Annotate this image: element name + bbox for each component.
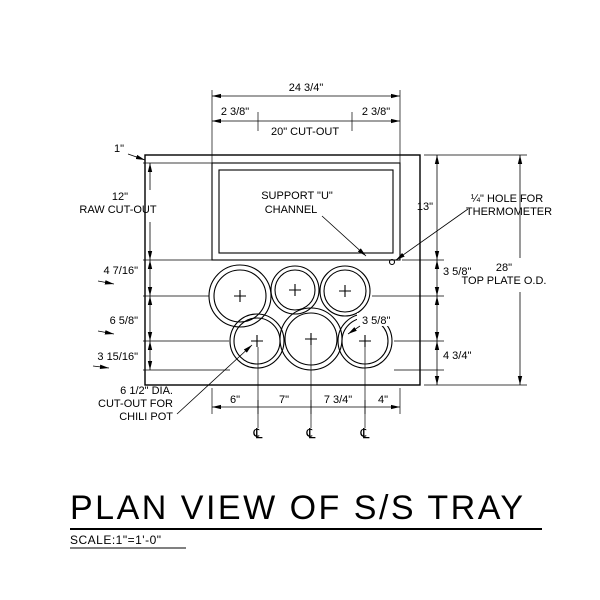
top-plate-outline bbox=[144, 154, 421, 386]
dim-top-plate-od: 28" TOP PLATE O.D. bbox=[424, 154, 547, 386]
circle-cutout-1 bbox=[208, 264, 272, 328]
dim-inset-right-label: 2 3/8" bbox=[362, 106, 390, 118]
dim-right-top-label: 3 5/8" bbox=[443, 266, 471, 278]
title-block: PLAN VIEW OF S/S TRAY SCALE:1"=1'-0" bbox=[70, 489, 542, 549]
dim-left-chain: 4 7/16" 6 5/8" 3 15/16" bbox=[92, 260, 230, 371]
plate-size-label: 28" bbox=[496, 262, 512, 274]
chili-pot-callout: 6 1/2" DIA. CUT-OUT FOR CHILI POT bbox=[98, 344, 253, 423]
dim-row-spacing-label: 6 5/8" bbox=[110, 315, 138, 327]
dim-bottom-2-label: 7" bbox=[279, 394, 289, 406]
circle-cutout-3 bbox=[319, 265, 371, 317]
drawing-title: PLAN VIEW OF S/S TRAY bbox=[70, 489, 526, 527]
dim-right-bottom-label: 4 3/4" bbox=[443, 350, 471, 362]
thermometer-line1: ¼" HOLE FOR bbox=[471, 193, 543, 205]
dim-row-bottom-label: 3 15/16" bbox=[97, 351, 138, 363]
chili-callout-line1: 6 1/2" DIA. bbox=[120, 385, 173, 397]
dim-bottom-3-label: 7 3/4" bbox=[324, 394, 352, 406]
chili-callout-line3: CHILI POT bbox=[119, 411, 173, 423]
dim-insets-and-cutout-width: 2 3/8" 2 3/8" 20" CUT-OUT bbox=[212, 106, 400, 138]
dim-right-chain: 3 5/8" 4 3/4" bbox=[372, 260, 471, 385]
thermometer-hole bbox=[388, 258, 396, 266]
dim-row-top-label: 4 7/16" bbox=[104, 265, 139, 277]
dim-bottom-4-label: 4" bbox=[378, 394, 388, 406]
dim-edge-margin: 1" bbox=[114, 143, 146, 161]
centerline-symbol-2: ℄ bbox=[306, 425, 316, 441]
dim-overall-width-label: 24 3/4" bbox=[289, 82, 324, 94]
plate-name-label: TOP PLATE O.D. bbox=[462, 275, 547, 287]
dim-bottom-chain: 6" 7" 7 3/4" 4" ℄ ℄ ℄ bbox=[211, 345, 401, 441]
raw-cutout-outline bbox=[211, 162, 401, 261]
dim-right-mid: 3 5/8" bbox=[347, 313, 409, 335]
dim-overall-width: 24 3/4" bbox=[211, 82, 401, 163]
dim-right-mid-label: 3 5/8" bbox=[362, 315, 390, 327]
centerline-symbol-3: ℄ bbox=[360, 425, 370, 441]
dim-bottom-1-label: 6" bbox=[230, 394, 240, 406]
support-channel-line2: CHANNEL bbox=[265, 204, 318, 216]
drawing-scale: SCALE:1"=1'-0" bbox=[70, 533, 162, 547]
thermometer-callout: ¼" HOLE FOR THERMOMETER bbox=[395, 193, 552, 261]
dim-inset-left-label: 2 3/8" bbox=[221, 106, 249, 118]
thermometer-line2: THERMOMETER bbox=[466, 206, 552, 218]
support-channel-line1: SUPPORT "U" bbox=[261, 190, 333, 202]
chili-callout-line2: CUT-OUT FOR bbox=[98, 398, 173, 410]
centerline-symbol-1: ℄ bbox=[253, 425, 263, 441]
dim-raw-cutout: 12" RAW CUT-OUT bbox=[79, 162, 212, 261]
dim-edge-margin-label: 1" bbox=[114, 143, 124, 155]
dim-cutout-height: 13" bbox=[402, 155, 444, 261]
dim-cutout-width-label: 20" CUT-OUT bbox=[271, 126, 339, 138]
circle-cutout-2 bbox=[270, 265, 320, 315]
dim-cutout-height-label: 13" bbox=[417, 201, 433, 213]
raw-cutout-name-label: RAW CUT-OUT bbox=[79, 204, 156, 216]
raw-cutout-size-label: 12" bbox=[112, 191, 128, 203]
support-channel-callout: SUPPORT "U" CHANNEL bbox=[261, 190, 367, 257]
